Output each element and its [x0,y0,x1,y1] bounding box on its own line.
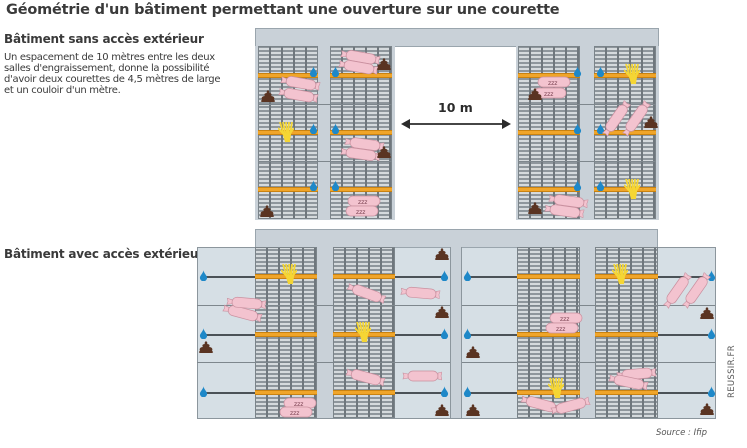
pen-divider [258,104,392,105]
pen-divider [197,362,450,363]
pen-divider [197,305,450,306]
feeder-bar [517,274,580,279]
water-pipe [468,334,517,336]
manure-icon [434,306,450,318]
description-text: Un espacement de 10 mètres entre les deu… [4,52,221,96]
water-pipe [395,276,443,278]
pen-divider [462,305,715,306]
manure-icon [376,146,392,158]
water-pipe [395,392,443,394]
water-drop-icon [463,386,472,397]
manure-icon [434,248,450,260]
pig-icon [402,369,442,383]
manure-icon [260,90,276,102]
feeder-bar [330,130,392,135]
feeder-bar [518,187,580,192]
sleeping-pig-icon [342,204,382,218]
water-pipe [395,334,443,336]
straw-icon [281,264,297,286]
feeder-bar [255,390,317,395]
water-drop-icon [331,123,340,134]
sleeping-pig-icon [276,405,316,419]
water-drop-icon [331,180,340,191]
water-drop-icon [596,66,605,77]
water-drop-icon [707,328,716,339]
sleeping-pig-icon [542,321,582,335]
water-drop-icon [309,180,318,191]
feeder-bar [330,73,392,78]
roof-band [255,229,658,248]
distance-label: 10 m [438,100,473,115]
straw-icon [355,322,371,344]
water-pipe [468,276,517,278]
brand-label: REUSSIR.FR [727,345,737,398]
water-drop-icon [707,386,716,397]
feeder-bar [333,390,395,395]
water-drop-icon [309,66,318,77]
water-drop-icon [573,123,582,134]
roof-band [255,28,659,47]
water-pipe [203,276,255,278]
feeder-bar [595,274,658,279]
water-drop-icon [463,328,472,339]
water-drop-icon [596,180,605,191]
water-drop-icon [573,66,582,77]
water-drop-icon [440,270,449,281]
feeder-bar [255,332,317,337]
feeder-bar [333,274,395,279]
corridor [579,247,596,418]
central-corridor [450,247,462,418]
straw-icon [624,64,640,86]
pen-divider [258,161,392,162]
feeder-bar [594,73,656,78]
manure-icon [465,346,481,358]
manure-icon [465,404,481,416]
feeder-bar [594,187,656,192]
water-drop-icon [309,123,318,134]
water-pipe [468,392,517,394]
straw-icon [612,264,628,286]
feeder-bar [517,390,580,395]
water-drop-icon [199,386,208,397]
feeder-bar [595,332,658,337]
manure-icon [699,403,715,415]
water-drop-icon [440,386,449,397]
double-arrow-icon [401,119,511,129]
manure-icon [527,202,543,214]
water-pipe [203,334,255,336]
source-label: Source : Ifip [655,428,707,438]
pen-divider [518,104,656,105]
manure-icon [259,205,275,217]
feeder-bar [330,187,392,192]
pen-divider [462,362,715,363]
straw-icon [278,122,294,144]
water-pipe [203,392,255,394]
feeder-bar [595,390,658,395]
manure-icon [527,88,543,100]
heading-without-access: Bâtiment sans accès extérieur [4,32,204,46]
water-drop-icon [199,270,208,281]
water-drop-icon [463,270,472,281]
heading-with-access: Bâtiment avec accès extérieur [4,247,204,261]
feeder-bar [518,130,580,135]
manure-icon [198,341,214,353]
water-pipe [658,392,708,394]
straw-icon [624,179,640,201]
pen-divider [518,161,656,162]
water-pipe [658,334,708,336]
water-drop-icon [440,328,449,339]
manure-icon [434,404,450,416]
straw-icon [548,378,564,400]
manure-icon [699,307,715,319]
feeder-bar [258,187,318,192]
water-drop-icon [199,328,208,339]
water-drop-icon [573,180,582,191]
corridor [316,247,334,418]
page-title: Géométrie d'un bâtiment permettant une o… [6,2,560,18]
manure-icon [376,58,392,70]
manure-icon [643,116,659,128]
